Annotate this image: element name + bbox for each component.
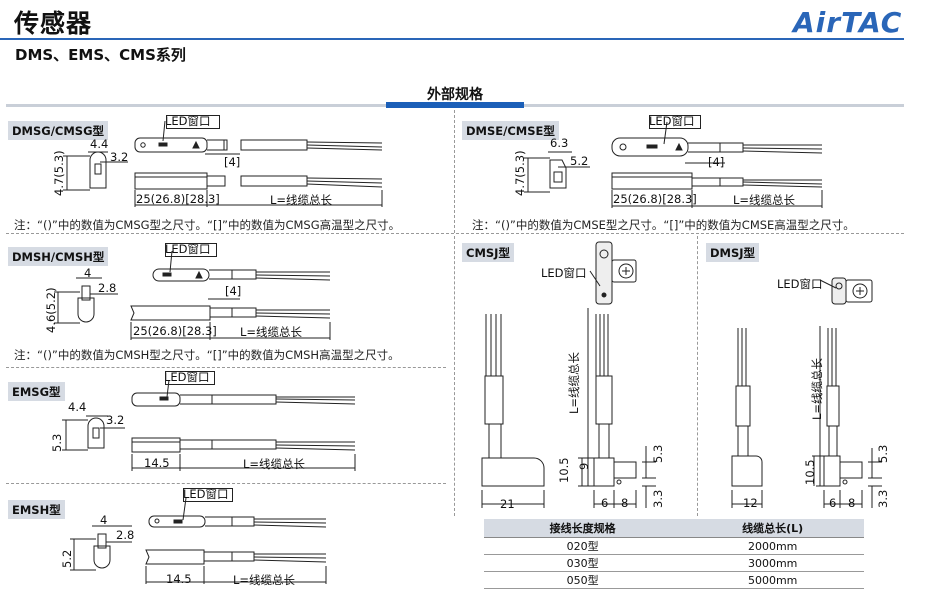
section-rule-accent [386, 102, 524, 108]
dim-height: 5.3 [50, 433, 64, 452]
panel-label-emsg: EMSG型 [8, 382, 65, 401]
dim-height-bracket: 5.3 [876, 444, 890, 463]
column-header: 接线长度规格 [484, 519, 682, 538]
dim-body-length: 14.5 [144, 456, 170, 470]
dim-height-base: 3.3 [651, 489, 665, 508]
dim-cable-length: L=线缆总长 [240, 325, 303, 339]
table-row: 050型 5000mm [484, 571, 864, 589]
cable-length-table: 接线长度规格 线缆总长(L) 020型 2000mm 030型 3000mm 0… [484, 519, 864, 589]
led-window-label: LED窗口 [183, 487, 229, 501]
panel-label-dmse: DMSE/CMSE型 [462, 121, 559, 140]
table-header-row: 接线长度规格 线缆总长(L) [484, 519, 864, 538]
led-window-label: LED窗口 [165, 114, 211, 128]
table-row: 020型 2000mm [484, 537, 864, 555]
dim-body-length: 25(26.8)[28.3] [136, 192, 220, 206]
dmsg-drawing [63, 120, 383, 207]
emsh-drawing [70, 497, 327, 584]
dim-cable-length: L=线缆总长 [810, 357, 824, 420]
dim-cable-length: L=线缆总长 [243, 457, 306, 471]
dim-width-body: 6 [829, 496, 837, 510]
dim-cable-length: L=线缆总长 [567, 351, 581, 414]
dim-height-bracket: 5.3 [651, 444, 665, 463]
dim-bracket: [4] [225, 284, 242, 298]
dim-height: 4.6(5.2) [44, 287, 58, 333]
column-header: 线缆总长(L) [681, 519, 864, 538]
header-rule [0, 38, 904, 40]
dim-body-length: 25(26.8)[28.3] [133, 324, 217, 338]
divider [6, 483, 446, 484]
dim-cable-length: L=线缆总长 [733, 193, 796, 207]
dim-height-body: 9 [577, 462, 591, 470]
divider [454, 236, 455, 516]
note-dmsh: 注：“()”中的数值为CMSH型之尺寸。“[]”中的数值为CMSH高温型之尺寸。 [14, 348, 400, 362]
dim-width: 4 [100, 513, 108, 527]
dim-height: 4.7(5.3) [52, 150, 66, 196]
dim-width: 4.4 [68, 400, 87, 414]
dim-height-base: 3.3 [876, 489, 890, 508]
divider [6, 367, 446, 368]
led-label-box [183, 488, 233, 502]
dim-cable-length: L=线缆总长 [233, 573, 296, 587]
dim-width: 6.3 [550, 136, 569, 150]
led-label-box [166, 115, 220, 129]
emsg-drawing [62, 379, 356, 471]
dim-height-total: 10.5 [557, 457, 571, 483]
panel-label-dmsh: DMSH/CMSH型 [8, 247, 109, 266]
led-window-label: LED窗口 [541, 266, 587, 280]
dim-body-length: 14.5 [166, 572, 192, 586]
dim-bracket: [4] [224, 155, 241, 169]
led-window-label: LED窗口 [165, 242, 211, 256]
table-cell: 050型 [484, 571, 682, 589]
dim-offset: 5.2 [570, 154, 589, 168]
dim-height: 5.2 [60, 549, 74, 568]
dim-bracket: [4] [708, 155, 725, 169]
dim-width-bracket: 8 [848, 496, 856, 510]
dim-base-width: 12 [743, 496, 758, 510]
series-subtitle: DMS、EMS、CMS系列 [15, 46, 186, 64]
table-cell: 5000mm [681, 571, 864, 589]
table-cell: 020型 [484, 537, 682, 555]
table-cell: 2000mm [681, 537, 864, 555]
dim-offset: 2.8 [116, 528, 135, 542]
dim-width: 4.4 [90, 137, 109, 151]
led-window-label: LED窗口 [777, 277, 823, 291]
dim-height: 4.7(5.3) [513, 150, 527, 196]
led-window-label: LED窗口 [164, 370, 210, 384]
panel-label-emsh: EMSH型 [8, 500, 65, 519]
led-label-box [165, 371, 215, 385]
panel-label-cmsj: CMSJ型 [462, 243, 514, 262]
divider [454, 110, 455, 233]
dim-width-bracket: 8 [621, 496, 629, 510]
dim-offset: 3.2 [106, 413, 125, 427]
divider [6, 233, 904, 234]
panel-label-dmsg: DMSG/CMSG型 [8, 121, 109, 140]
dmse-drawing [524, 121, 823, 208]
led-label-box [165, 243, 217, 257]
airtac-logo: AirTAC [793, 6, 903, 39]
page-title: 传感器 [14, 9, 93, 38]
table-cell: 030型 [484, 554, 682, 572]
dim-body-length: 25(26.8)[28.3] [613, 192, 697, 206]
dim-width-body: 6 [601, 496, 609, 510]
note-dmsg: 注：“()”中的数值为CMSG型之尺寸。“[]”中的数值为CMSG高温型之尺寸。 [14, 218, 401, 232]
dim-width: 4 [84, 266, 92, 280]
cmsj-drawing [481, 241, 656, 508]
table-row: 030型 3000mm [484, 554, 864, 572]
table-cell: 3000mm [681, 554, 864, 572]
dim-height-total: 10.5 [803, 459, 817, 485]
dim-offset: 3.2 [110, 150, 129, 164]
led-label-box [649, 115, 701, 129]
divider [697, 236, 698, 516]
panel-label-dmsj: DMSJ型 [706, 243, 760, 262]
dmsh-drawing [54, 250, 331, 340]
dim-base-width: 21 [500, 497, 515, 511]
dmsj-drawing [731, 277, 882, 508]
led-window-label: LED窗口 [649, 114, 695, 128]
dim-cable-length: L=线缆总长 [270, 193, 333, 207]
dim-offset: 2.8 [98, 281, 117, 295]
section-title: 外部规格 [427, 87, 483, 103]
note-dmse: 注：“()”中的数值为CMSE型之尺寸。“[]”中的数值为CMSE高温型之尺寸。 [472, 218, 855, 232]
